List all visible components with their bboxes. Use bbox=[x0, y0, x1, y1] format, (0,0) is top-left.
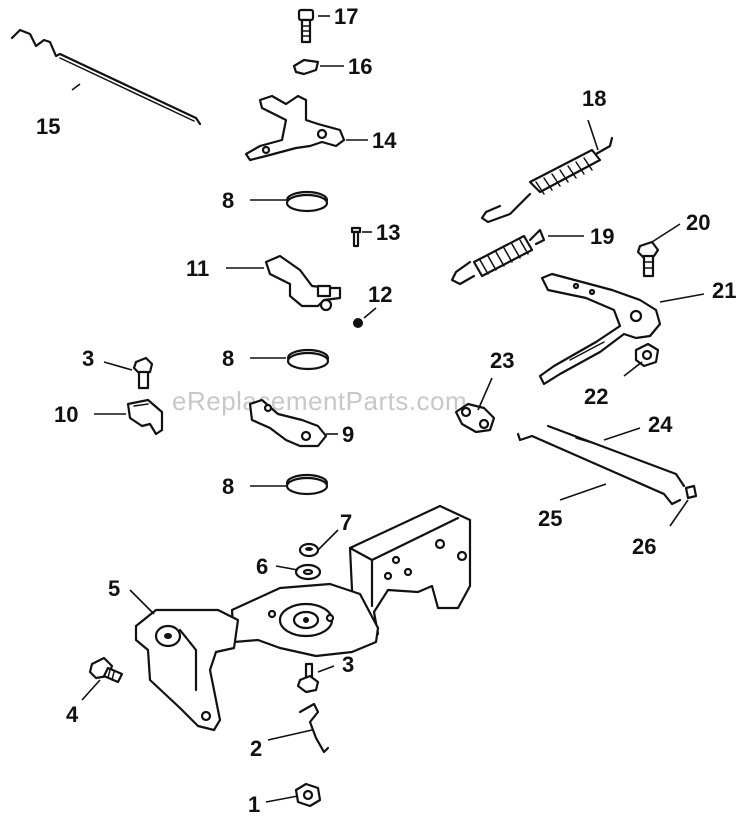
label-2: 2 bbox=[250, 736, 262, 761]
part-8-washer-lower[interactable] bbox=[285, 473, 329, 496]
part-12-ball-nut[interactable] bbox=[353, 318, 363, 328]
part-5-control-bracket[interactable] bbox=[134, 504, 472, 732]
part-2-spring[interactable] bbox=[298, 702, 330, 754]
label-17: 17 bbox=[334, 4, 358, 29]
part-24-choke-rod[interactable] bbox=[546, 424, 686, 488]
label-24: 24 bbox=[648, 412, 673, 437]
label-1: 1 bbox=[248, 792, 260, 817]
part-10-clip[interactable] bbox=[126, 398, 164, 436]
watermark: eReplacementParts.com bbox=[172, 386, 467, 416]
part-25-throttle-rod[interactable] bbox=[516, 432, 682, 506]
part-18-spring[interactable] bbox=[480, 136, 614, 224]
part-26-clip[interactable] bbox=[684, 484, 698, 500]
label-8-lower: 8 bbox=[222, 474, 234, 499]
label-4: 4 bbox=[66, 702, 79, 727]
label-18: 18 bbox=[582, 86, 606, 111]
label-23: 23 bbox=[490, 348, 514, 373]
part-19-spring[interactable] bbox=[450, 228, 546, 286]
part-1-nut[interactable] bbox=[294, 782, 322, 808]
label-25: 25 bbox=[538, 506, 562, 531]
part-11-throttle-lever[interactable] bbox=[264, 254, 342, 312]
label-14: 14 bbox=[372, 128, 397, 153]
part-21-control-lever[interactable] bbox=[538, 272, 662, 386]
leader-lines bbox=[71, 15, 705, 803]
label-26: 26 bbox=[632, 534, 656, 559]
label-6: 6 bbox=[256, 554, 268, 579]
label-9: 9 bbox=[342, 422, 354, 447]
label-3-lower: 3 bbox=[342, 652, 354, 677]
part-16-washer[interactable] bbox=[292, 58, 320, 76]
part-15-governor-rod[interactable] bbox=[10, 28, 202, 126]
label-11: 11 bbox=[186, 256, 209, 281]
part-20-screw[interactable] bbox=[636, 240, 660, 278]
label-10: 10 bbox=[54, 402, 78, 427]
label-12: 12 bbox=[368, 282, 392, 307]
part-8-washer-top[interactable] bbox=[285, 190, 329, 213]
part-number-labels: 17 16 14 15 8 13 11 12 8 3 10 9 8 18 19 … bbox=[36, 4, 736, 817]
part-3-screw-lower[interactable] bbox=[296, 662, 320, 694]
part-7-nut[interactable] bbox=[298, 542, 320, 558]
part-17-screw[interactable] bbox=[297, 8, 315, 44]
label-13: 13 bbox=[376, 220, 400, 245]
label-16: 16 bbox=[348, 54, 372, 79]
part-6-washer[interactable] bbox=[294, 563, 322, 581]
label-22: 22 bbox=[584, 384, 608, 409]
part-3-screw-upper[interactable] bbox=[132, 356, 154, 390]
part-13-pin[interactable] bbox=[350, 226, 362, 248]
part-8-washer-middle[interactable] bbox=[286, 348, 330, 371]
label-15: 15 bbox=[36, 114, 60, 139]
part-14-governor-lever[interactable] bbox=[244, 94, 346, 162]
label-20: 20 bbox=[686, 210, 710, 235]
label-7: 7 bbox=[340, 510, 352, 535]
label-5: 5 bbox=[108, 576, 120, 601]
part-22-nut[interactable] bbox=[634, 342, 660, 368]
part-23-clamp[interactable] bbox=[454, 402, 496, 434]
label-3-upper: 3 bbox=[82, 346, 94, 371]
part-9-lever-plate[interactable] bbox=[248, 398, 328, 448]
label-21: 21 bbox=[712, 278, 736, 303]
label-8-middle: 8 bbox=[222, 346, 234, 371]
part-4-bolt[interactable] bbox=[88, 656, 124, 684]
label-19: 19 bbox=[590, 224, 614, 249]
label-8-top: 8 bbox=[222, 188, 234, 213]
